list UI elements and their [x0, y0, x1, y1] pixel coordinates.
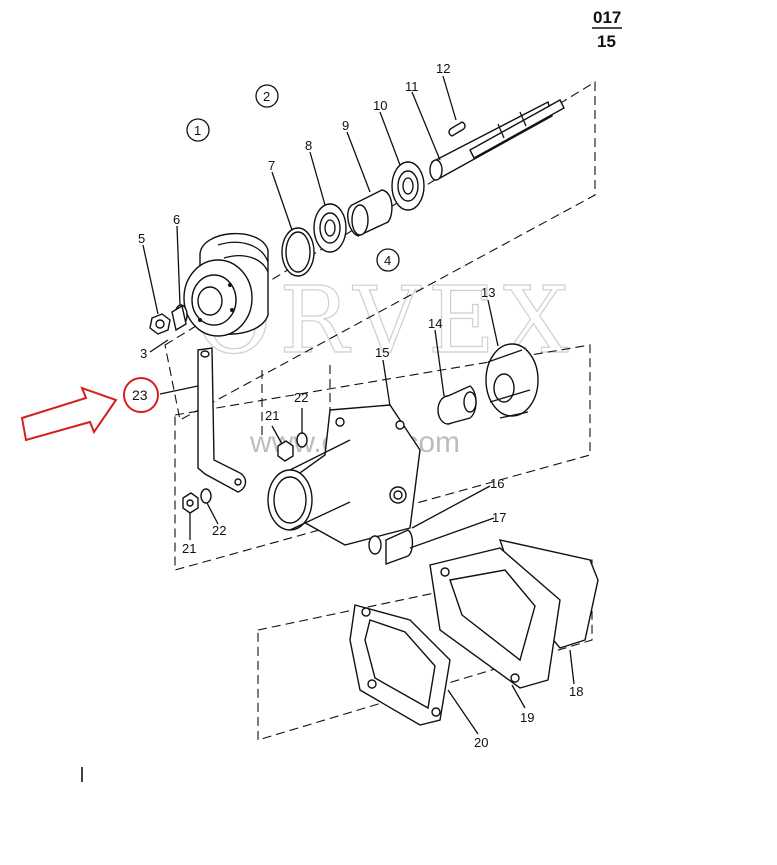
washer-3: [171, 304, 187, 332]
part-label-22-upper: 22: [294, 390, 308, 405]
part-label-18: 18: [569, 684, 583, 699]
nut-21-upper: [277, 440, 294, 462]
svg-text:2: 2: [263, 89, 270, 104]
pulley: [183, 232, 269, 337]
leader-lines: [142, 75, 575, 735]
part-label-9: 9: [342, 118, 349, 133]
part-label-23: 23: [132, 387, 148, 403]
part-label-14: 14: [428, 316, 442, 331]
bearing-10: [391, 161, 425, 211]
thermostat-17: [385, 529, 414, 565]
bearing-8: [313, 203, 347, 253]
group-label-2: 2: [255, 84, 279, 108]
group-label-1: 1: [186, 118, 210, 142]
part-label-21-upper: 21: [265, 408, 279, 423]
svg-text:1: 1: [194, 123, 201, 138]
part-label-6: 6: [173, 212, 180, 227]
seal-14: [437, 385, 477, 425]
part-label-20: 20: [474, 735, 488, 750]
part-label-10: 10: [373, 98, 387, 113]
oring-16: [368, 535, 382, 555]
sub-number: 15: [597, 32, 616, 51]
key-12: [448, 121, 466, 137]
red-arrow-icon: [20, 386, 118, 442]
cover-19: [429, 547, 561, 689]
spacer-9: [347, 189, 393, 237]
part-label-8: 8: [305, 138, 312, 153]
part-label-22-lower: 22: [212, 523, 226, 538]
part-label-19: 19: [520, 710, 534, 725]
part-label-21-lower: 21: [182, 541, 196, 556]
part-label-3: 3: [140, 346, 147, 361]
page-number: 017: [593, 8, 621, 27]
impeller-13: [485, 343, 539, 419]
highlight-circle: [123, 377, 159, 413]
part-label-7: 7: [268, 158, 275, 173]
washer-22-lower: [200, 488, 212, 504]
gasket-20: [349, 604, 451, 726]
boundary-housing-group: [174, 344, 591, 571]
adjuster-link-23: [197, 347, 247, 493]
group-label-4: 4: [376, 248, 400, 272]
pump-housing-15: [267, 404, 421, 546]
nut-5: [149, 313, 171, 335]
highlight-23: 23: [123, 377, 159, 413]
part-label-17: 17: [492, 510, 506, 525]
washer-22-upper: [296, 432, 308, 448]
nut-21-lower: [182, 492, 199, 514]
part-label-5: 5: [138, 231, 145, 246]
part-label-13: 13: [481, 285, 495, 300]
svg-text:4: 4: [384, 253, 391, 268]
part-label-12: 12: [436, 61, 450, 76]
part-label-16: 16: [490, 476, 504, 491]
shaft-11: [429, 99, 565, 181]
part-label-11: 11: [405, 79, 419, 94]
part-label-15: 15: [375, 345, 389, 360]
